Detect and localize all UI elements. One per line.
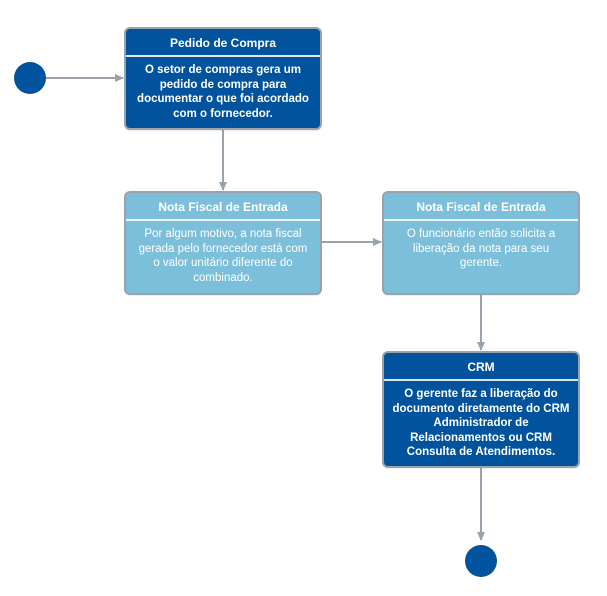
node-description: O setor de compras gera um pedido de com… xyxy=(137,64,309,120)
node-nota-fiscal-entrada-2[interactable]: Nota Fiscal de Entrada O funcionário ent… xyxy=(382,191,580,295)
node-title: CRM xyxy=(384,353,578,381)
node-pedido-de-compra[interactable]: Pedido de Compra O setor de compras gera… xyxy=(124,27,322,130)
node-title: Nota Fiscal de Entrada xyxy=(126,193,320,221)
node-crm[interactable]: CRM O gerente faz a liberação do documen… xyxy=(382,351,580,468)
end-node[interactable] xyxy=(465,545,497,577)
node-nota-fiscal-entrada-1[interactable]: Nota Fiscal de Entrada Por algum motivo,… xyxy=(124,191,322,295)
node-description: O gerente faz a liberação do documento d… xyxy=(392,388,570,458)
node-description: O funcionário então solicita a liberação… xyxy=(406,228,556,269)
node-title: Nota Fiscal de Entrada xyxy=(384,193,578,221)
node-title: Pedido de Compra xyxy=(126,29,320,57)
node-description: Por algum motivo, a nota fiscal gerada p… xyxy=(138,228,308,284)
start-node[interactable] xyxy=(14,62,46,94)
